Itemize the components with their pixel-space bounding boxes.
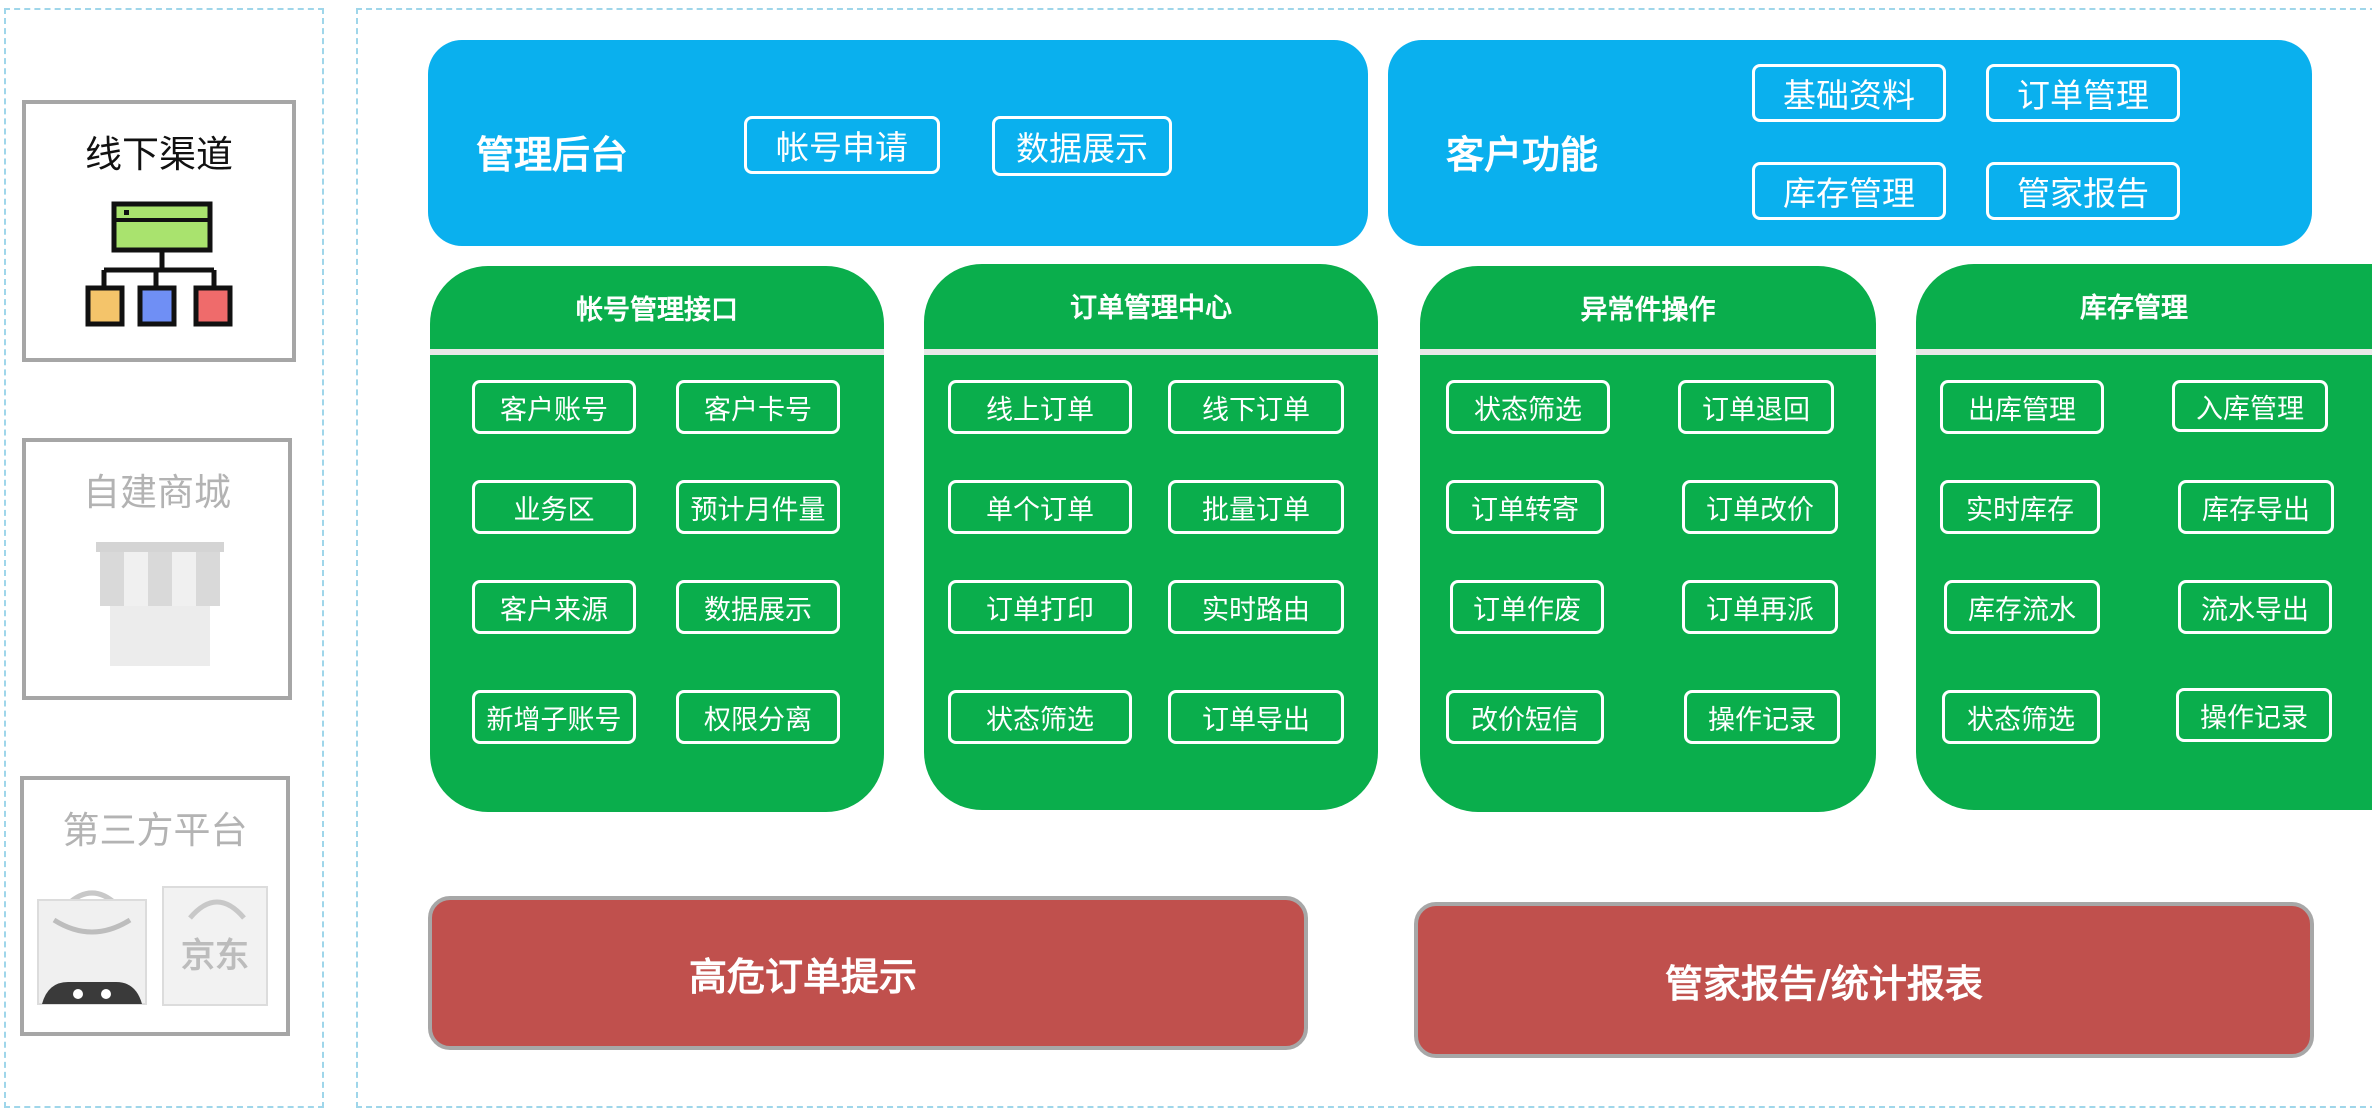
realtime-route-button[interactable]: 实时路由 xyxy=(1168,580,1344,634)
channel-offline[interactable]: 线下渠道 xyxy=(22,100,296,362)
data-display-item-button[interactable]: 数据展示 xyxy=(676,580,840,634)
channel-own-mall-label: 自建商城 xyxy=(83,471,231,514)
module-title: 帐号管理接口 xyxy=(576,295,738,326)
order-print-button[interactable]: 订单打印 xyxy=(948,580,1132,634)
exception-module: 异常件操作 状态筛选 订单退回 订单转寄 订单改价 订单作废 订单再派 改价短信… xyxy=(1420,266,1876,812)
customer-panel: 客户功能 基础资料 订单管理 库存管理 管家报告 xyxy=(1388,40,2312,246)
steward-report-button[interactable]: 管家报告 xyxy=(1986,162,2180,220)
flow-export-button[interactable]: 流水导出 xyxy=(2178,580,2332,634)
order-center-module: 订单管理中心 线上订单 线下订单 单个订单 批量订单 订单打印 实时路由 状态筛… xyxy=(924,264,1378,810)
steward-report-statistics[interactable]: 管家报告/统计报表 xyxy=(1414,902,2314,1058)
customer-card-button[interactable]: 客户卡号 xyxy=(676,380,840,434)
operation-log-button[interactable]: 操作记录 xyxy=(1684,690,1840,744)
admin-panel: 管理后台 帐号申请 数据展示 xyxy=(428,40,1368,246)
storefront-icon xyxy=(96,542,224,666)
operation-log-button[interactable]: 操作记录 xyxy=(2176,688,2332,742)
status-filter-button[interactable]: 状态筛选 xyxy=(1942,690,2100,744)
order-void-button[interactable]: 订单作废 xyxy=(1450,580,1604,634)
inventory-export-button[interactable]: 库存导出 xyxy=(2178,480,2334,534)
module-divider xyxy=(1916,349,2372,355)
module-divider xyxy=(430,349,884,355)
tmall-bag-icon xyxy=(37,890,147,1005)
order-reprice-button[interactable]: 订单改价 xyxy=(1682,480,1838,534)
status-filter-button[interactable]: 状态筛选 xyxy=(1446,380,1610,434)
channel-third-party[interactable]: 第三方平台 京东 xyxy=(20,776,290,1036)
customer-source-button[interactable]: 客户来源 xyxy=(472,580,636,634)
module-divider xyxy=(924,349,1378,355)
inbound-management-button[interactable]: 入库管理 xyxy=(2172,380,2328,432)
order-return-button[interactable]: 订单退回 xyxy=(1678,380,1834,434)
module-title: 库存管理 xyxy=(2080,293,2188,324)
module-title: 异常件操作 xyxy=(1580,295,1716,326)
inventory-module: 库存管理 出库管理 入库管理 实时库存 库存导出 库存流水 流水导出 状态筛选 … xyxy=(1916,264,2372,810)
business-area-button[interactable]: 业务区 xyxy=(472,480,636,534)
bag-handle-icon xyxy=(188,899,246,920)
batch-order-button[interactable]: 批量订单 xyxy=(1168,480,1344,534)
data-display-button[interactable]: 数据展示 xyxy=(992,116,1172,176)
online-order-button[interactable]: 线上订单 xyxy=(948,380,1132,434)
order-redispatch-button[interactable]: 订单再派 xyxy=(1682,580,1838,634)
channel-third-party-label: 第三方平台 xyxy=(62,809,248,852)
add-sub-account-button[interactable]: 新增子账号 xyxy=(472,690,636,744)
admin-title: 管理后台 xyxy=(476,133,629,177)
account-interface-module: 帐号管理接口 客户账号 客户卡号 业务区 预计月件量 客户来源 数据展示 新增子… xyxy=(430,266,884,812)
permission-separation-button[interactable]: 权限分离 xyxy=(676,690,840,744)
inventory-management-button[interactable]: 库存管理 xyxy=(1752,162,1946,220)
order-export-button[interactable]: 订单导出 xyxy=(1168,690,1344,744)
order-management-button[interactable]: 订单管理 xyxy=(1986,64,2180,122)
account-apply-button[interactable]: 帐号申请 xyxy=(744,116,940,174)
jd-bag-icon: 京东 xyxy=(162,886,268,1006)
status-filter-button[interactable]: 状态筛选 xyxy=(948,690,1132,744)
high-risk-order-alert[interactable]: 高危订单提示 xyxy=(428,896,1308,1050)
module-title: 订单管理中心 xyxy=(1070,293,1232,324)
customer-title: 客户功能 xyxy=(1446,133,1599,177)
module-divider xyxy=(1420,349,1876,355)
offline-order-button[interactable]: 线下订单 xyxy=(1168,380,1344,434)
customer-account-button[interactable]: 客户账号 xyxy=(472,380,636,434)
jd-logo-text: 京东 xyxy=(181,936,249,976)
monthly-volume-button[interactable]: 预计月件量 xyxy=(676,480,840,534)
channel-own-mall[interactable]: 自建商城 xyxy=(22,438,292,700)
basic-info-button[interactable]: 基础资料 xyxy=(1752,64,1946,122)
order-forward-button[interactable]: 订单转寄 xyxy=(1446,480,1604,534)
network-hierarchy-icon xyxy=(85,201,233,327)
channel-offline-label: 线下渠道 xyxy=(85,133,233,176)
single-order-button[interactable]: 单个订单 xyxy=(948,480,1132,534)
inventory-flow-button[interactable]: 库存流水 xyxy=(1944,580,2100,634)
reprice-sms-button[interactable]: 改价短信 xyxy=(1446,690,1604,744)
realtime-inventory-button[interactable]: 实时库存 xyxy=(1940,480,2100,534)
outbound-management-button[interactable]: 出库管理 xyxy=(1940,380,2104,434)
